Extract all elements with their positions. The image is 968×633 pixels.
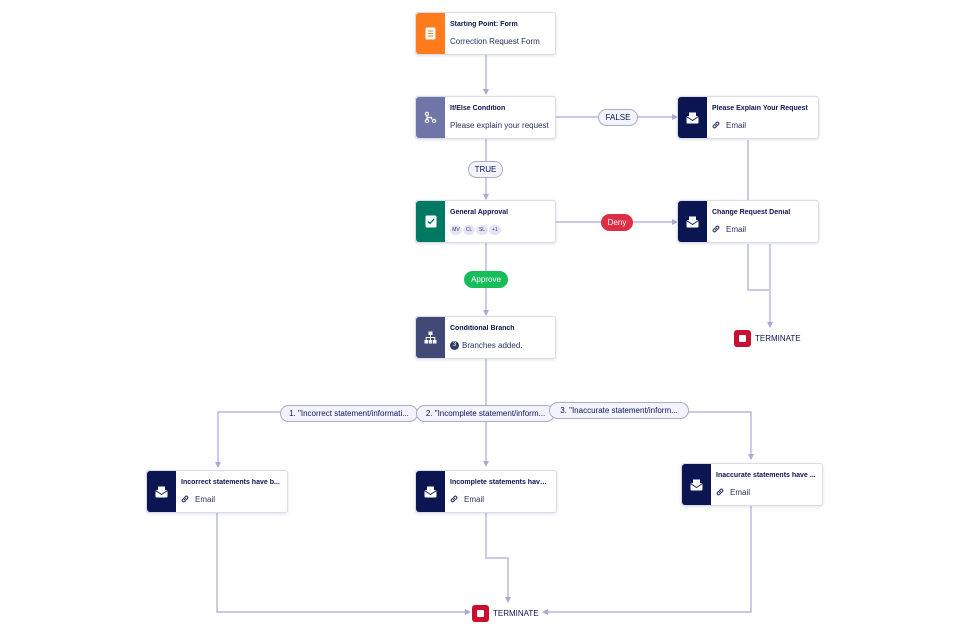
true-label[interactable]: TRUE [468,161,503,178]
subtitle-text: Email [195,495,216,505]
email-icon [682,464,711,505]
branch-icon [416,317,445,358]
node-title: If/Else Condition [450,105,506,112]
ifelse-node[interactable]: If/Else Condition Please explain your re… [415,96,556,139]
terminate-label: TERMINATE [755,333,801,343]
branch-count-badge: 3 [450,341,459,351]
explain-email-node[interactable]: Please Explain Your Request Email [677,96,819,139]
approver-avatars: MV CL SL +1 [450,225,501,235]
denial-email-node[interactable]: Change Request Denial Email [677,200,819,243]
node-title: Inaccurate statements have ... [716,472,816,479]
incorrect-email-node[interactable]: Incorrect statements have b... Email [146,470,288,513]
email-icon [678,201,707,242]
subtitle-text: Email [730,488,751,498]
node-subtitle: Email [712,121,812,131]
link-icon [450,495,459,505]
email-icon [416,471,445,512]
avatar-more: +1 [489,225,501,235]
avatar: CL [463,225,475,235]
email-icon [147,471,176,512]
subtitle-text: Email [726,225,747,235]
link-icon [181,495,190,505]
avatar: MV [450,225,462,235]
form-icon [416,13,445,54]
link-icon [712,121,721,131]
subtitle-text: Email [464,495,485,505]
condition-icon [416,97,445,138]
edge-incorrect-to-terminate [216,513,471,615]
subtitle-text: Branches added. [462,341,523,350]
inaccurate-email-node[interactable]: Inaccurate statements have ... Email [681,463,823,506]
node-subtitle: Email [712,225,812,235]
start-node[interactable]: Starting Point: Form Correction Request … [415,12,556,55]
node-title: Please Explain Your Request [712,105,808,112]
node-title: Conditional Branch [450,325,515,332]
edge-denial-to-terminate-a [747,244,769,291]
link-icon [716,488,725,498]
node-subtitle: Email [450,495,550,505]
false-label[interactable]: FALSE [598,109,638,126]
node-title: Incomplete statements have ... [450,479,550,486]
node-subtitle: Email [716,488,816,498]
stop-icon [472,604,489,622]
approval-icon [416,201,445,242]
avatar: SL [476,225,488,235]
node-title: General Approval [450,209,509,216]
terminate-label: TERMINATE [493,608,539,618]
approver-list: MV CL SL +1 [450,225,549,235]
subtitle-text: Email [726,121,747,131]
node-title: Incorrect statements have b... [181,479,280,486]
terminate-node-bottom[interactable]: TERMINATE [472,604,539,622]
node-subtitle: Correction Request Form [450,37,540,46]
branch-2-label[interactable]: 2. "Incomplete statement/inform... [416,405,555,422]
stop-icon [734,329,751,347]
link-icon [712,225,721,235]
node-subtitle: Email [181,495,281,505]
edge-inaccurate-to-terminate [542,506,752,615]
edge-incomplete-to-terminate [485,513,511,603]
approval-node[interactable]: General Approval MV CL SL +1 [415,200,556,243]
incomplete-email-node[interactable]: Incomplete statements have ... Email [415,470,557,513]
node-title: Starting Point: Form [450,21,518,28]
approve-label[interactable]: Approve [464,271,508,288]
terminate-node-right[interactable]: TERMINATE [734,329,801,347]
email-icon [678,97,707,138]
node-title: Change Request Denial [712,209,791,216]
deny-label[interactable]: Deny [601,214,633,231]
node-subtitle: Please explain your request I [450,121,549,130]
branch-3-label[interactable]: 3. "Inaccurate statement/inform... [549,402,689,419]
branch-1-label[interactable]: 1. "Incorrect statement/informati... [280,405,418,422]
